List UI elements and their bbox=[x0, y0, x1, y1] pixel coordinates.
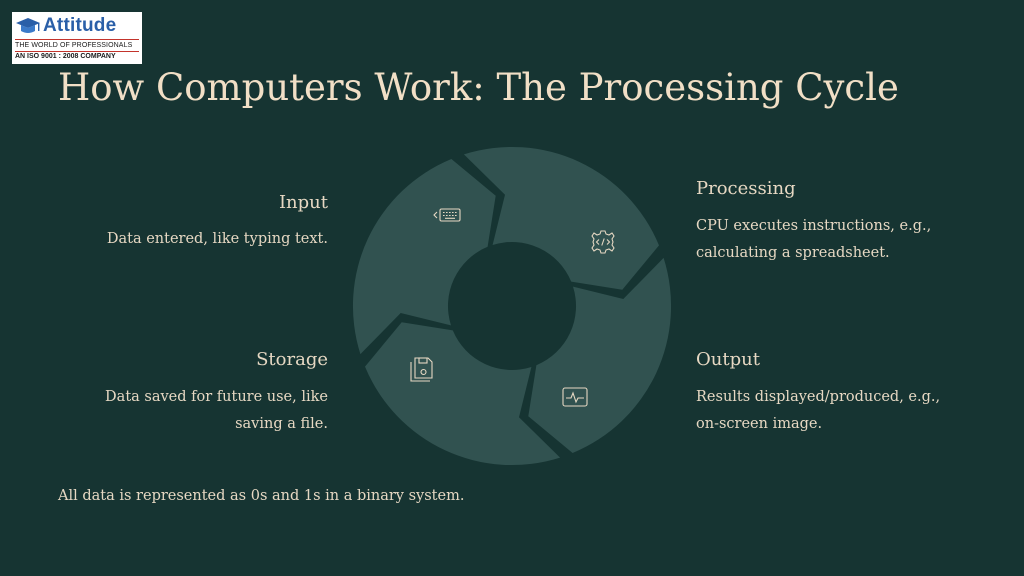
cycle-segment-processing bbox=[528, 257, 672, 453]
floppy-disk-icon bbox=[410, 357, 433, 382]
logo-certification: AN ISO 9001 : 2008 COMPANY bbox=[15, 51, 139, 60]
monitor-pulse-icon bbox=[562, 387, 588, 407]
stage-output-label: Output bbox=[696, 349, 760, 370]
logo-name: Attitude bbox=[43, 15, 117, 36]
footer-note: All data is represented as 0s and 1s in … bbox=[58, 488, 465, 504]
cycle-segment-input bbox=[463, 146, 659, 290]
graduation-cap-icon bbox=[16, 18, 40, 33]
company-logo: Attitude THE WORLD OF PROFESSIONALS AN I… bbox=[12, 12, 142, 64]
stage-input-label: Input bbox=[278, 192, 328, 213]
stage-processing-description: CPU executes instructions, e.g., calcula… bbox=[696, 218, 932, 261]
logo-header: Attitude bbox=[15, 14, 139, 38]
cycle-segment-output bbox=[365, 322, 561, 466]
stage-storage-label: Storage bbox=[256, 349, 328, 370]
stage-output-description: Results displayed/produced, e.g., on-scr… bbox=[696, 389, 941, 432]
gear-code-icon bbox=[591, 230, 615, 254]
keyboard-icon bbox=[433, 208, 461, 222]
stage-input-description: Data entered, like typing text. bbox=[106, 231, 328, 247]
stage-processing-label: Processing bbox=[696, 178, 796, 199]
page-title: How Computers Work: The Processing Cycle bbox=[58, 66, 899, 109]
cycle-segment-storage bbox=[352, 159, 496, 355]
cycle-ring bbox=[352, 146, 672, 466]
stage-storage-description: Data saved for future use, like saving a… bbox=[105, 389, 328, 432]
logo-tagline: THE WORLD OF PROFESSIONALS bbox=[15, 39, 139, 49]
